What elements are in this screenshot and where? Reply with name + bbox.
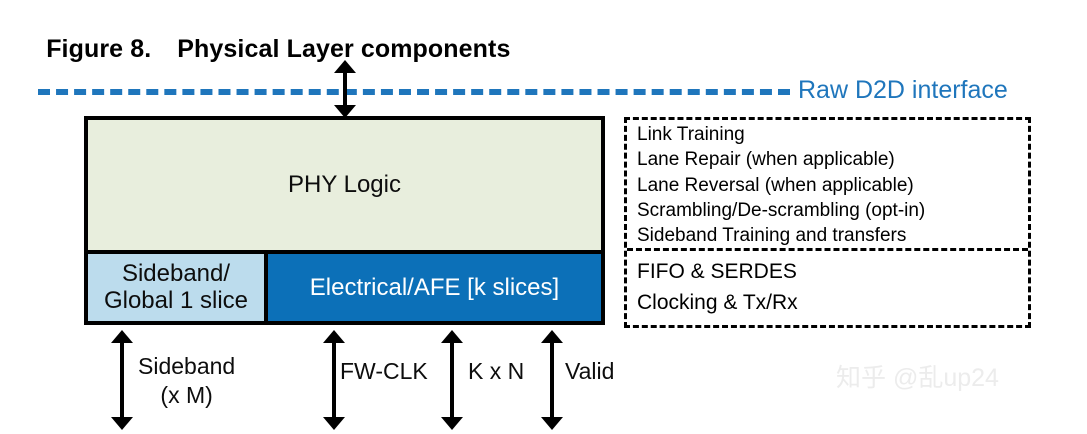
arrow-shaft [332, 338, 336, 422]
arrow-head-up-icon [541, 330, 563, 343]
figure-number: Figure 8. [46, 35, 152, 63]
page-title: Figure 8. Physical Layer components [18, 6, 510, 93]
valid-signal-label: Valid [565, 358, 615, 384]
sideband-signal-arrow [111, 330, 133, 430]
kxn-signal-arrow [441, 330, 463, 430]
arrow-head-down-icon [441, 417, 463, 430]
feature-list-box: Link Training Lane Repair (when applicab… [624, 117, 1031, 328]
arrow-head-up-icon [323, 330, 345, 343]
feature-item: Link Training [637, 124, 745, 145]
arrow-head-down-icon [111, 417, 133, 430]
phy-logic-block: PHY Logic [88, 120, 601, 254]
arrow-shaft [120, 338, 124, 422]
electrical-afe-label: Electrical/AFE [k slices] [309, 273, 560, 301]
arrow-shaft [450, 338, 454, 422]
arrow-head-down-icon [323, 417, 345, 430]
sideband-label-line2: Global 1 slice [103, 286, 249, 314]
sideband-signal-label-line2: (x M) [160, 381, 213, 408]
phy-bottom-row: Sideband/ Global 1 slice Electrical/AFE … [88, 254, 601, 321]
phy-block: PHY Logic Sideband/ Global 1 slice Elect… [84, 116, 605, 325]
raw-d2d-label: Raw D2D interface [798, 76, 1008, 104]
arrow-head-up-icon [111, 330, 133, 343]
arrow-shaft [343, 68, 347, 110]
feature-item: Lane Repair (when applicable) [637, 149, 895, 171]
fwclk-signal-label: FW-CLK [340, 358, 428, 384]
valid-signal-arrow [541, 330, 563, 430]
phy-logic-label: PHY Logic [288, 171, 401, 198]
raw-d2d-dashed-line [38, 89, 790, 95]
electrical-afe-block: Electrical/AFE [k slices] [268, 254, 601, 321]
arrow-shaft [550, 338, 554, 422]
arrow-head-up-icon [441, 330, 463, 343]
sideband-global-block: Sideband/ Global 1 slice [88, 254, 268, 321]
arrow-head-up-icon [334, 60, 356, 73]
feature-item: Clocking & Tx/Rx [637, 290, 798, 314]
feature-item: Scrambling/De-scrambling (opt-in) [637, 199, 926, 221]
sideband-signal-label-line1: Sideband [138, 353, 236, 379]
sideband-signal-label: Sideband (x M) [138, 352, 235, 410]
analog-feature-group: FIFO & SERDES Clocking & Tx/Rx [627, 251, 1028, 325]
raw-d2d-bidirectional-arrow [334, 60, 356, 118]
figure-title-text: Physical Layer components [177, 35, 511, 63]
logic-feature-group: Link Training Lane Repair (when applicab… [627, 120, 1028, 252]
kxn-signal-label: K x N [468, 358, 525, 384]
arrow-head-down-icon [334, 105, 356, 118]
feature-item: FIFO & SERDES [637, 260, 797, 284]
feature-item: Lane Reversal (when applicable) [637, 174, 914, 196]
watermark: 知乎 @乱up24 [836, 364, 999, 392]
fwclk-signal-arrow [323, 330, 345, 430]
sideband-label-line1: Sideband/ [121, 259, 231, 287]
feature-item: Sideband Training and transfers [637, 225, 907, 247]
arrow-head-down-icon [541, 417, 563, 430]
